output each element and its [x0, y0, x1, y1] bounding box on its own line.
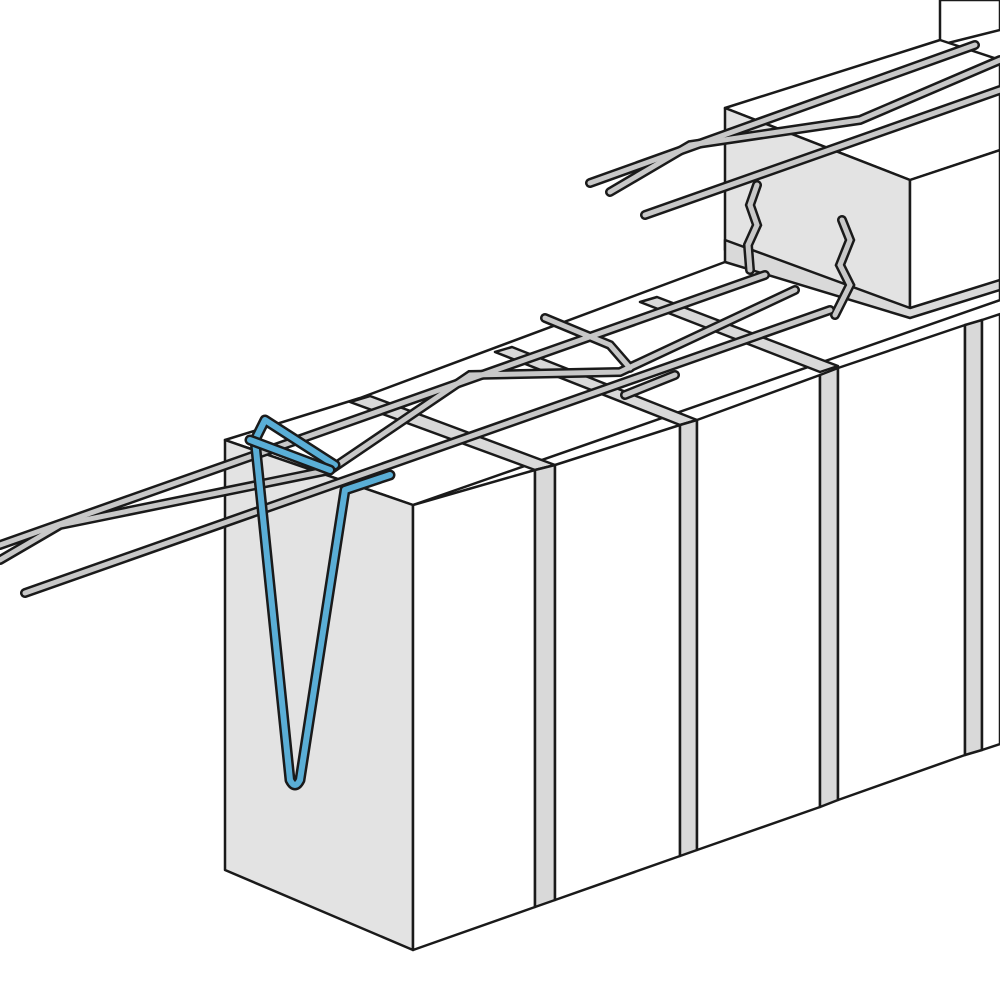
joint-reinforcement [0, 40, 1000, 598]
blue-v-tie [244, 414, 396, 791]
block-front-faces [411, 312, 1000, 952]
upper-block [723, 0, 1000, 332]
